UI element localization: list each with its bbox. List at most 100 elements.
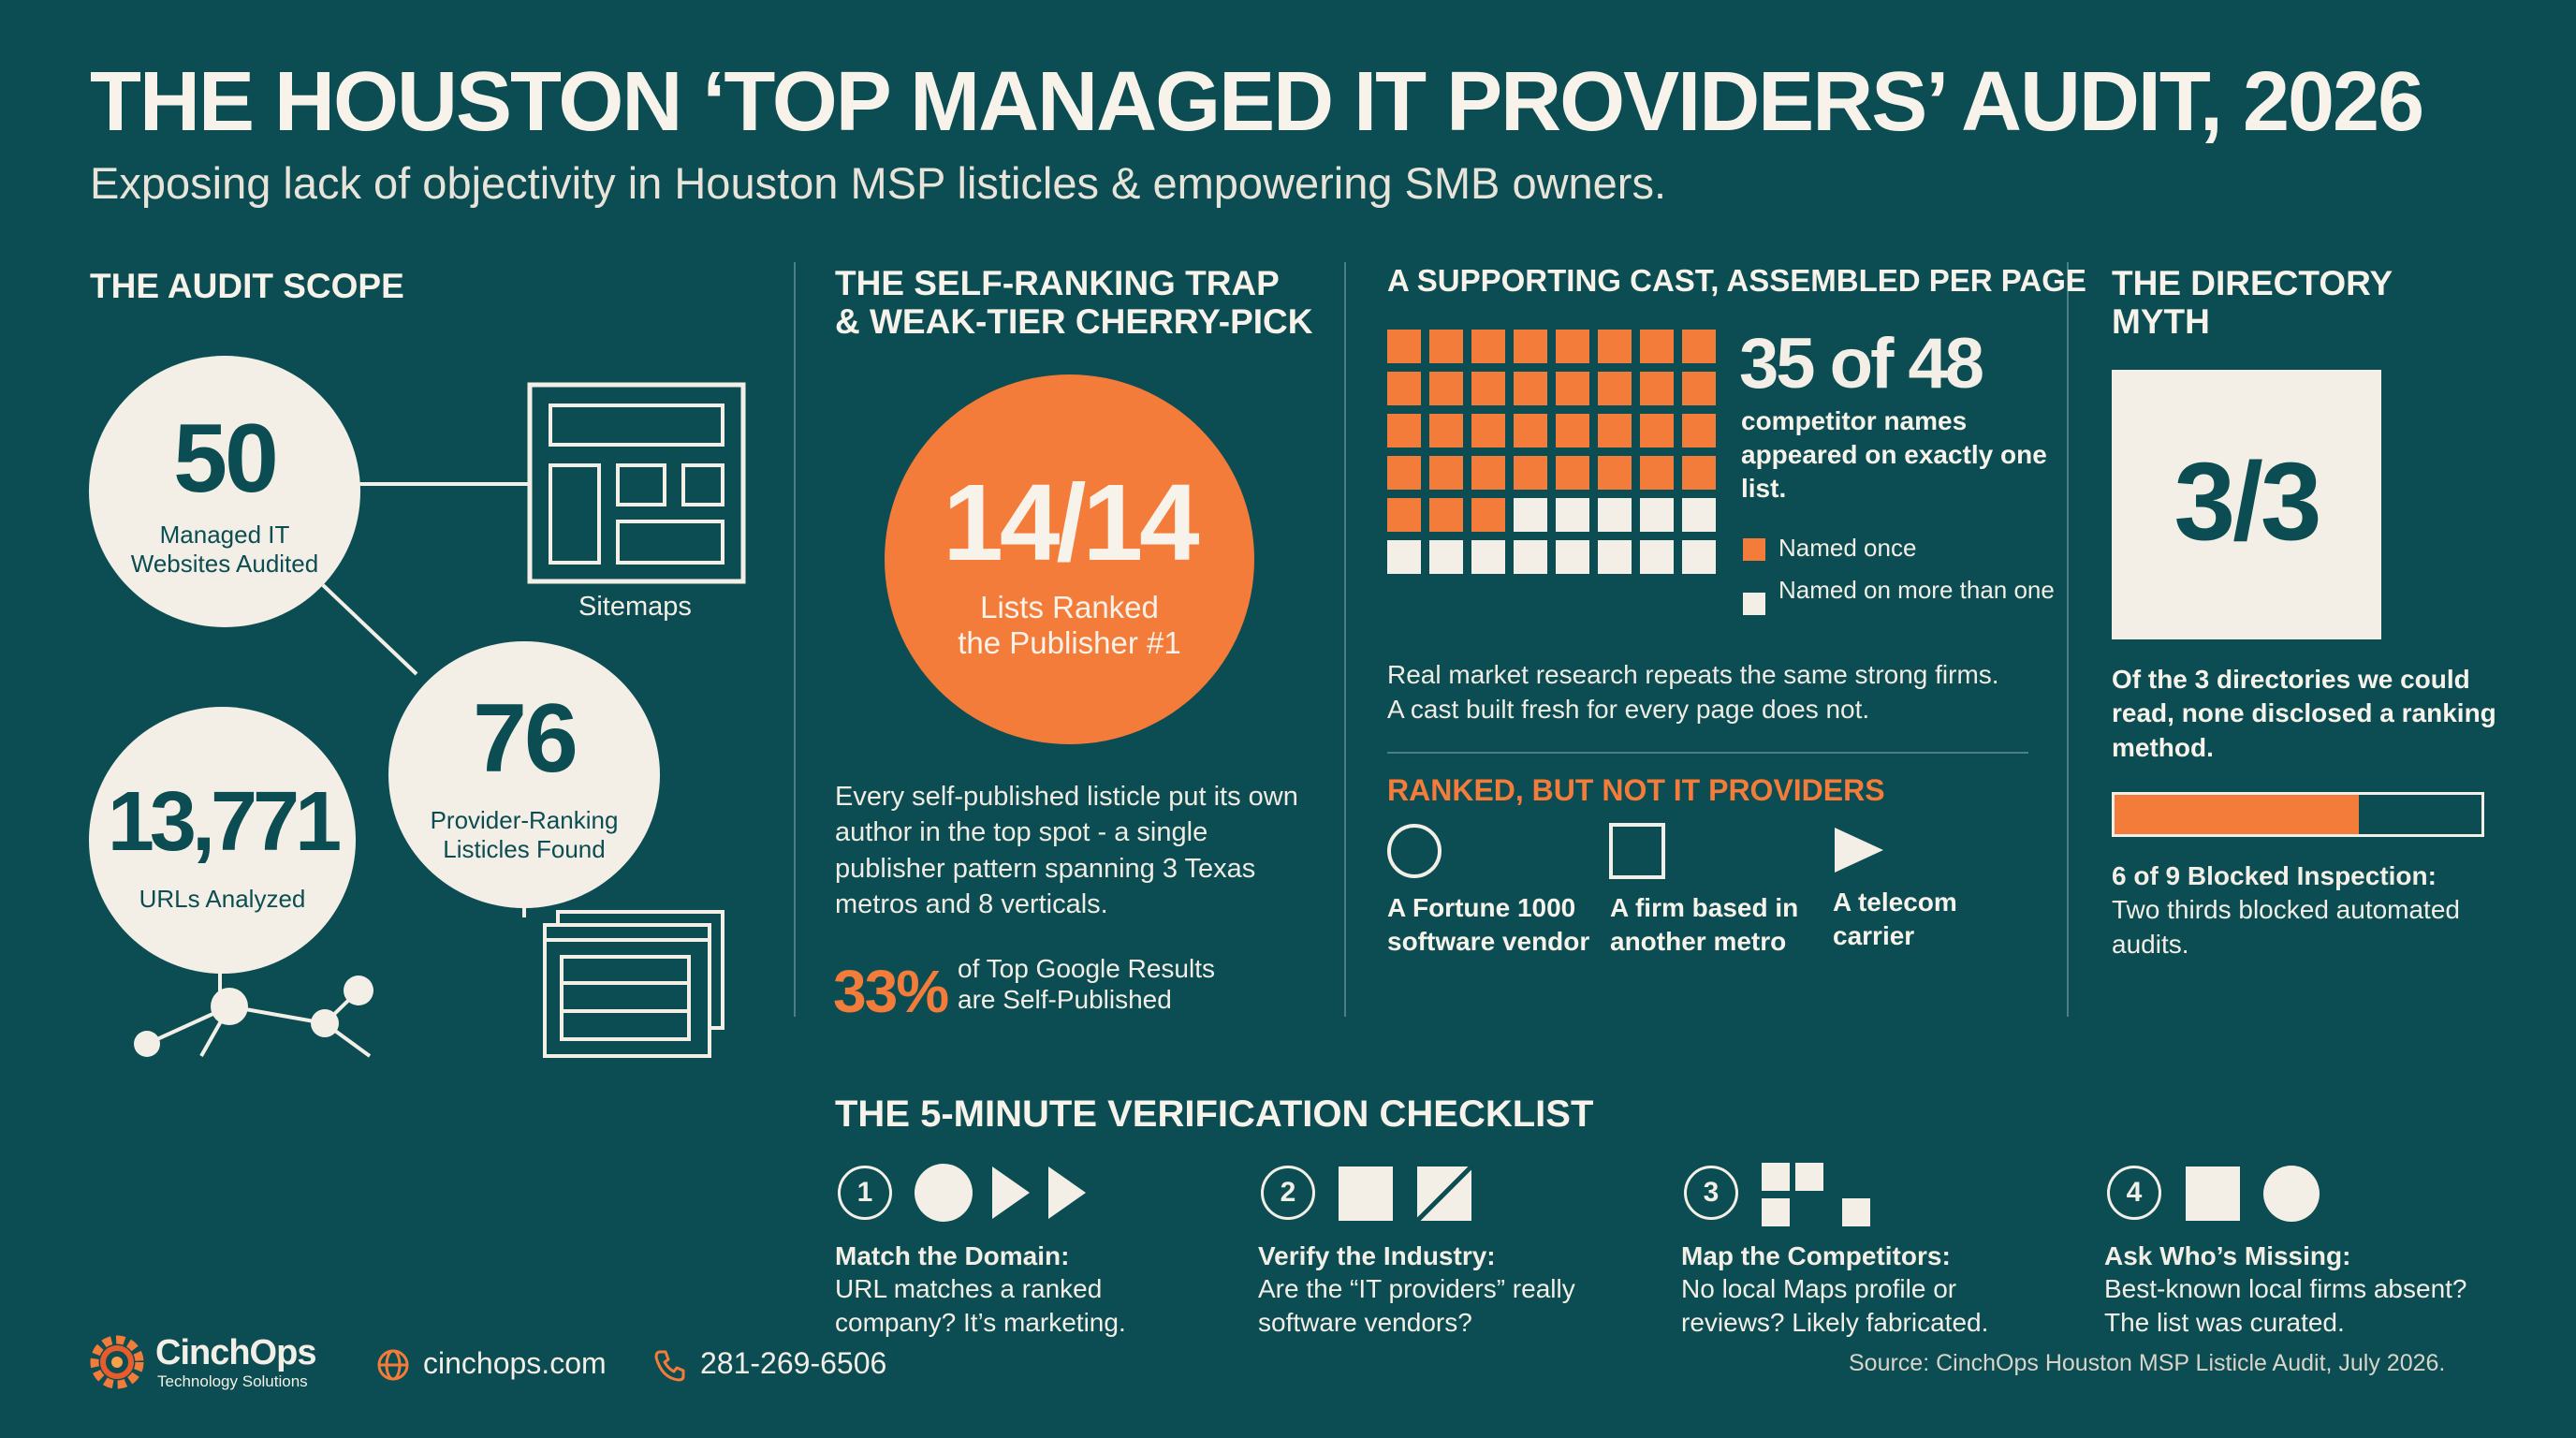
directory-heading: THE DIRECTORY MYTH [2112,264,2393,342]
source-note: Source: CinchOps Houston MSP Listicle Au… [1849,1350,2446,1376]
waffle-cell-once [1514,414,1547,448]
publisher-rank-label-line2: the Publisher #1 [958,624,1181,660]
waffle-cell-more [1556,498,1589,532]
directory-heading-line1: THE DIRECTORY [2112,264,2393,302]
phone-link[interactable]: 281-269-6506 [700,1346,887,1380]
divider [2067,262,2069,1017]
publisher-rank-value: 14/14 [943,462,1199,583]
waffle-cell-once [1387,414,1421,448]
waffle-cell-once [1598,330,1632,363]
blocked-text: 6 of 9 Blocked Inspection: Two thirds bl… [2112,859,2533,961]
waffle-cell-once [1682,456,1716,490]
blocked-progress-fill [2115,795,2360,834]
waffle-cell-more [1682,540,1716,574]
waffle-cell-once [1387,372,1421,405]
waffle-cell-more [1556,540,1589,574]
blocked-title: 6 of 9 Blocked Inspection: [2112,861,2437,890]
waffle-cell-more [1598,498,1632,532]
step-2-number: 2 [1261,1166,1315,1220]
step-3-text: Map the Competitors: No local Maps profi… [1681,1240,1988,1339]
pages-stack-icon [543,910,724,1058]
stat-websites-label: Managed IT Websites Audited [130,521,319,579]
waffle-cell-once [1640,372,1674,405]
step-4-title: Ask Who’s Missing: [2104,1241,2351,1270]
legend-more-swatch [1743,593,1765,615]
waffle-cell-more [1387,540,1421,574]
waffle-cell-once [1598,414,1632,448]
square-icon [1609,823,1665,879]
page-subtitle: Exposing lack of objectivity in Houston … [90,158,1667,208]
triangle-icon [1835,828,1883,873]
cast-note-line2: A cast built fresh for every page does n… [1387,694,1870,724]
directory-caption: Of the 3 directories we could read, none… [2112,665,2496,762]
trap-body: Every self-published listicle put its ow… [835,782,1298,919]
directory-stat-value: 3/3 [2174,440,2321,564]
waffle-cell-once [1387,330,1421,363]
self-published-label: of Top Google Results are Self-Published [958,953,1215,1015]
waffle-cell-once [1471,414,1505,448]
directory-stat-box: 3/3 [2112,370,2381,639]
waffle-cell-once [1429,372,1463,405]
step-2-title: Verify the Industry: [1258,1241,1496,1270]
circle-icon [1387,824,1442,878]
waffle-cell-once [1471,372,1505,405]
waffle-cell-once [1556,372,1589,405]
legend-once-label: Named once [1778,534,1917,562]
waffle-cell-once [1598,372,1632,405]
step-3-title: Map the Competitors: [1681,1241,1951,1270]
waffle-cell-once [1514,330,1547,363]
stat-urls-value: 13,771 [107,775,342,869]
cast-separator [1387,752,2028,754]
waffle-cell-more [1514,498,1547,532]
step-2-line1: Are the “IT providers” really [1258,1274,1575,1304]
waffle-cell-once [1640,456,1674,490]
sitemap-icon [527,382,746,584]
publisher-rank-circle: 14/14 Lists Ranked the Publisher #1 [885,374,1254,744]
stat-urls-circle: 13,771 URLs Analyzed [89,707,356,974]
trap-heading: THE SELF-RANKING TRAP & WEAK-TIER CHERRY… [835,264,1312,342]
trap-heading-line1: THE SELF-RANKING TRAP [835,264,1280,302]
ranked-item-1: A Fortune 1000 software vendor [1387,893,1590,956]
blocked-description: Two thirds blocked automated audits. [2112,895,2460,959]
step-1-line2: company? It’s marketing. [835,1307,1126,1337]
website-link[interactable]: cinchops.com [423,1346,607,1380]
self-published-pct: 33% [833,958,949,1025]
waffle-cell-once [1682,372,1716,405]
directory-heading-line2: MYTH [2112,302,2210,342]
waffle-cell-once [1429,498,1463,532]
waffle-cell-once [1387,456,1421,490]
step-1-line1: URL matches a ranked [835,1274,1103,1304]
waffle-cell-more [1640,498,1674,532]
legend-once-swatch [1743,538,1765,561]
waffle-cell-more [1598,540,1632,574]
brand-gear-logo [90,1335,144,1389]
step-1-text: Match the Domain: URL matches a ranked c… [835,1240,1126,1339]
waffle-cell-more [1429,540,1463,574]
brand-subtitle: Technology Solutions [157,1372,308,1390]
waffle-cell-once [1514,372,1547,405]
ranked-item-2: A firm based in another metro [1610,893,1799,956]
waffle-cell-more [1640,540,1674,574]
waffle-cell-once [1429,456,1463,490]
step-3-line2: reviews? Likely fabricated. [1681,1307,1989,1337]
cast-big-value: 35 of 48 [1739,324,1984,404]
stat-websites-value: 50 [173,404,279,513]
cast-big-label: competitor names appeared on exactly one… [1741,406,2047,503]
step-4-line1: Best-known local firms absent? [2104,1274,2467,1304]
publisher-rank-label-line1: Lists Ranked [980,590,1159,624]
publisher-rank-label: Lists Ranked the Publisher #1 [885,590,1254,661]
waffle-cell-once [1640,414,1674,448]
step-2-icons [1339,1165,1473,1223]
stat-websites-circle: 50 Managed IT Websites Audited [89,356,360,627]
ranked-item-3: A telecom carrier [1833,888,1957,950]
stat-listicles-circle: 76 Provider-Ranking Listicles Found [388,641,660,908]
divider [794,262,796,1017]
waffle-cell-more [1514,540,1547,574]
step-4-line2: The list was curated. [2104,1307,2345,1337]
step-4-icons [2186,1166,2320,1222]
step-3-number: 3 [1684,1166,1738,1220]
brand-name: CinchOps [155,1333,316,1372]
step-1-title: Match the Domain: [835,1241,1070,1270]
waffle-cell-once [1682,414,1716,448]
stat-listicles-label: Provider-Ranking Listicles Found [430,806,619,864]
